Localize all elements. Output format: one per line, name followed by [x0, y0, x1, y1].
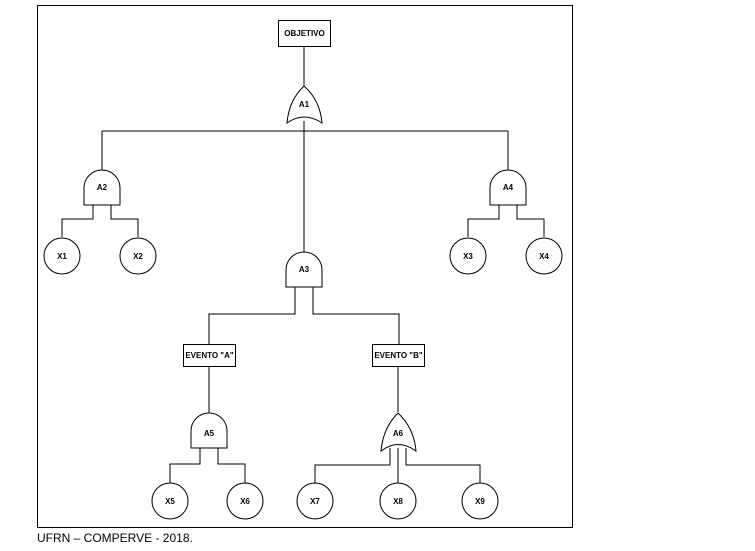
and-gate-a2: A2: [83, 169, 121, 206]
and-gate-a4: A4: [489, 169, 527, 206]
gate-label-a6: A6: [393, 429, 404, 438]
connectors: [61, 46, 545, 483]
basic-event-label: X5: [165, 497, 175, 506]
basic-event-x9: X9: [461, 482, 499, 520]
basic-event-label: X7: [310, 497, 320, 506]
and-gate-a3: A3: [285, 251, 323, 288]
basic-event-label: X2: [133, 252, 143, 261]
gate-label-a5: A5: [204, 429, 215, 438]
top-event-box: OBJETIVO: [278, 20, 331, 47]
diagram-frame: [37, 5, 573, 528]
basic-event-x7: X7: [296, 482, 334, 520]
gate-label-a2: A2: [97, 183, 108, 192]
and-gate-a5: A5: [190, 412, 228, 449]
basic-event-x6: X6: [226, 482, 264, 520]
basic-event-x3: X3: [449, 237, 487, 275]
intermediate-event-b: EVENTO "B": [372, 344, 425, 367]
gate-label-a1: A1: [299, 100, 310, 109]
basic-event-label: X3: [463, 252, 473, 261]
gate-label-a4: A4: [503, 183, 514, 192]
intermediate-event-a-label: EVENTO "A": [185, 351, 234, 360]
basic-event-label: X1: [57, 252, 67, 261]
source-caption: UFRN – COMPERVE - 2018.: [37, 531, 193, 545]
basic-event-label: X9: [475, 497, 485, 506]
basic-event-label: X4: [539, 252, 549, 261]
basic-event-x1: X1: [43, 237, 81, 275]
intermediate-event-a: EVENTO "A": [183, 344, 236, 367]
basic-event-label: X8: [393, 497, 403, 506]
basic-event-x8: X8: [379, 482, 417, 520]
intermediate-event-b-label: EVENTO "B": [374, 351, 423, 360]
basic-event-x4: X4: [525, 237, 563, 275]
basic-event-x2: X2: [119, 237, 157, 275]
top-event-label: OBJETIVO: [284, 29, 324, 38]
basic-event-x5: X5: [151, 482, 189, 520]
gate-label-a3: A3: [299, 265, 310, 274]
or-gate-a1: A1: [286, 85, 323, 125]
basic-event-label: X6: [240, 497, 250, 506]
or-gate-a6: A6: [380, 412, 417, 453]
